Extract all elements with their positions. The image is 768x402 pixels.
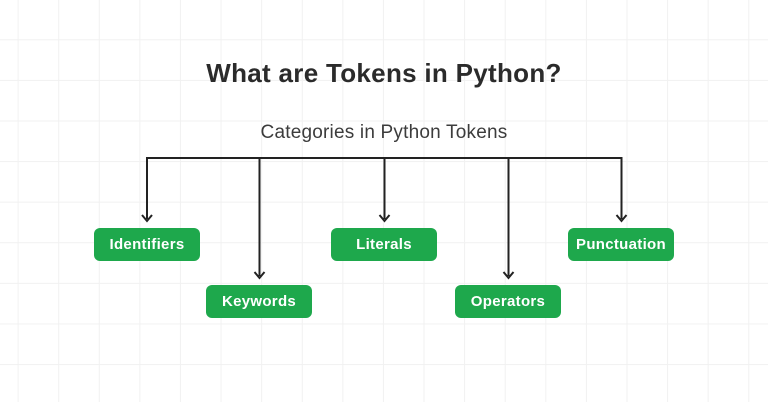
arrow-down-icon (615, 214, 628, 223)
diagram-subtitle: Categories in Python Tokens (260, 122, 508, 143)
arrow-down-icon (502, 271, 515, 280)
arrow-down-icon (378, 214, 391, 223)
node-operators: Operators (455, 285, 561, 318)
connector-trunk (146, 157, 623, 219)
node-punctuation: Punctuation (568, 228, 674, 261)
node-identifiers: Identifiers (94, 228, 200, 261)
page-title: What are Tokens in Python? (206, 58, 562, 88)
node-literals: Literals (331, 228, 437, 261)
arrow-down-icon (141, 214, 153, 223)
arrow-down-icon (253, 271, 266, 280)
node-keywords: Keywords (206, 285, 312, 318)
